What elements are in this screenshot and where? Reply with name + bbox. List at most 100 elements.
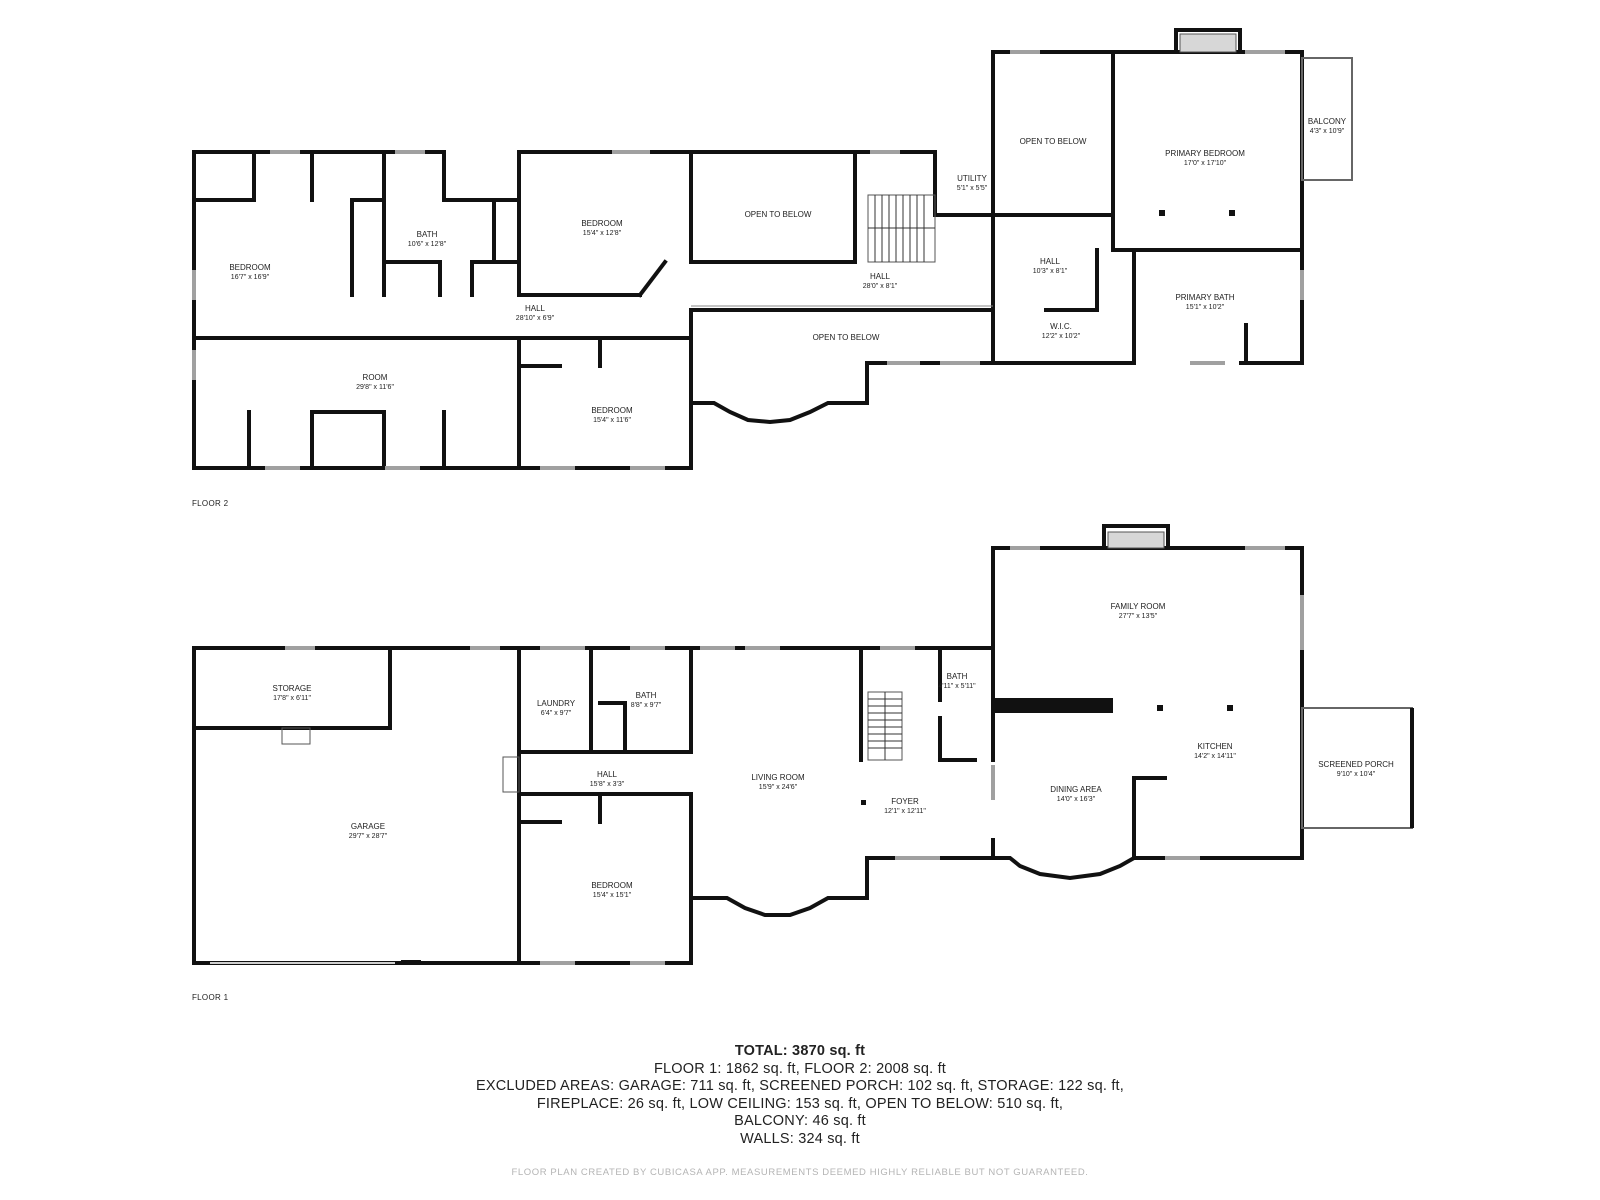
svg-text:DINING AREA: DINING AREA [1050,785,1102,794]
total-area: TOTAL: 3870 sq. ft [734,1043,866,1059]
floor-2-plan: BEDROOM 16'7" x 16'9" BATH 10'6" x 12'8" B… [192,28,1353,508]
svg-text:BEDROOM: BEDROOM [229,263,271,272]
svg-text:15'9" x 24'6": 15'9" x 24'6" [759,784,798,791]
svg-text:BATH: BATH [417,230,438,239]
svg-text:GARAGE: GARAGE [351,822,385,831]
svg-text:10'6" x 12'8": 10'6" x 12'8" [408,241,447,248]
area-summary: TOTAL: 3870 sq. ft FLOOR 1: 1862 sq. ft,… [0,1043,1600,1148]
floor-1-walls [192,524,1304,965]
room-label: HALL 15'8" x 3'3" [590,770,625,788]
floor-2-posts [1159,210,1235,216]
balcony-area: BALCONY: 46 sq. ft [734,1113,866,1129]
svg-text:15'1" x 10'2": 15'1" x 10'2" [1186,304,1225,311]
floor-2-room-labels: BEDROOM 16'7" x 16'9" BATH 10'6" x 12'8" B… [229,117,1346,424]
svg-text:SCREENED PORCH: SCREENED PORCH [1318,760,1394,769]
svg-text:HALL: HALL [597,770,618,779]
svg-text:BALCONY: BALCONY [1308,117,1347,126]
room-label: OPEN TO BELOW [813,333,880,342]
room-label: BEDROOM 16'7" x 16'9" [229,263,271,281]
svg-text:KITCHEN: KITCHEN [1197,742,1232,751]
svg-text:28'0" x 8'1": 28'0" x 8'1" [863,283,898,290]
walls-area: WALLS: 324 sq. ft [740,1130,860,1147]
room-label: OPEN TO BELOW [745,210,812,219]
room-label: KITCHEN 14'2" x 14'11" [1194,742,1236,760]
room-label: W.I.C. 12'2" x 10'2" [1042,322,1081,340]
room-label: DINING AREA 14'0" x 16'3" [1050,785,1102,803]
room-label: FAMILY ROOM 27'7" x 13'5" [1111,602,1166,620]
svg-text:15'4" x 15'1": 15'4" x 15'1" [593,892,632,899]
room-label: UTILITY 5'1" x 5'5" [957,174,988,192]
disclaimer-note: FLOOR PLAN CREATED BY CUBICASA APP. MEAS… [511,1167,1089,1178]
room-label: STORAGE 17'8" x 6'11" [273,684,312,702]
room-label: LIVING ROOM 15'9" x 24'6" [751,773,805,791]
svg-text:HALL: HALL [1040,257,1061,266]
svg-text:STORAGE: STORAGE [273,684,312,693]
room-label: BEDROOM 15'4" x 11'6" [591,406,633,424]
svg-text:15'4" x 11'6": 15'4" x 11'6" [593,417,631,424]
svg-text:OPEN TO BELOW: OPEN TO BELOW [813,333,880,342]
svg-text:6'4" x 9'7": 6'4" x 9'7" [541,710,572,717]
svg-text:ROOM: ROOM [363,373,388,382]
svg-text:15'4" x 12'8": 15'4" x 12'8" [583,230,622,237]
svg-text:29'7" x 28'7": 29'7" x 28'7" [349,833,388,840]
svg-text:BATH: BATH [947,672,968,681]
floor-1-fixtures [281,531,1414,829]
svg-text:HALL: HALL [870,272,891,281]
floor-2-windows [192,50,1304,470]
svg-text:UTILITY: UTILITY [957,174,987,183]
svg-text:LIVING ROOM: LIVING ROOM [751,773,805,782]
svg-text:14'0" x 16'3": 14'0" x 16'3" [1057,796,1096,803]
svg-text:OPEN TO BELOW: OPEN TO BELOW [745,210,812,219]
room-label: OPEN TO BELOW [1020,137,1087,146]
floor-2-walls [192,28,1304,470]
svg-text:FAMILY ROOM: FAMILY ROOM [1111,602,1166,611]
excluded-areas-line: EXCLUDED AREAS: GARAGE: 711 sq. ft, SCRE… [475,1078,1125,1094]
svg-text:BEDROOM: BEDROOM [591,881,633,890]
svg-text:16'7" x 16'9": 16'7" x 16'9" [231,274,270,281]
room-label: BATH 8'8" x 9'7" [631,691,662,709]
svg-text:8'8" x 9'7": 8'8" x 9'7" [631,702,662,709]
svg-text:12'1" x 12'11": 12'1" x 12'11" [884,808,926,815]
room-label: FOYER 12'1" x 12'11" [884,797,926,815]
svg-text:PRIMARY BATH: PRIMARY BATH [1175,293,1234,302]
svg-text:4'11" x 5'11": 4'11" x 5'11" [938,683,976,690]
svg-text:28'10" x 6'9": 28'10" x 6'9" [516,315,555,322]
svg-text:BATH: BATH [636,691,657,700]
floor-1-title: FLOOR 1 [192,993,229,1002]
room-label: GARAGE 29'7" x 28'7" [349,822,388,840]
svg-text:27'7" x 13'5": 27'7" x 13'5" [1119,613,1158,620]
svg-text:OPEN TO BELOW: OPEN TO BELOW [1020,137,1087,146]
room-label: BEDROOM 15'4" x 12'8" [581,219,623,237]
room-label: BATH 10'6" x 12'8" [408,230,447,248]
floor-2-title: FLOOR 2 [192,499,229,508]
svg-text:BEDROOM: BEDROOM [581,219,623,228]
svg-text:5'1" x 5'5": 5'1" x 5'5" [957,185,988,192]
room-label: BATH 4'11" x 5'11" [938,672,976,690]
svg-text:15'8" x 3'3": 15'8" x 3'3" [590,781,625,788]
svg-text:FOYER: FOYER [891,797,919,806]
floor-1-windows [210,546,1304,965]
floor-1-posts [401,698,1233,964]
floor-areas: FLOOR 1: 1862 sq. ft, FLOOR 2: 2008 sq. … [653,1060,947,1077]
floor-2-fixtures [691,33,1353,307]
svg-text:12'2" x 10'2": 12'2" x 10'2" [1042,333,1081,340]
svg-text:HALL: HALL [525,304,546,313]
svg-text:W.I.C.: W.I.C. [1050,322,1072,331]
svg-text:14'2" x 14'11": 14'2" x 14'11" [1194,753,1236,760]
excluded-areas-line: FIREPLACE: 26 sq. ft, LOW CEILING: 153 s… [536,1095,1064,1112]
svg-text:BEDROOM: BEDROOM [591,406,633,415]
svg-text:17'8" x 6'11": 17'8" x 6'11" [273,695,311,702]
svg-text:LAUNDRY: LAUNDRY [537,699,576,708]
room-label: PRIMARY BATH 15'1" x 10'2" [1175,293,1234,311]
room-label: HALL 28'0" x 8'1" [863,272,898,290]
room-label: LAUNDRY 6'4" x 9'7" [537,699,576,717]
room-label: BEDROOM 15'4" x 15'1" [591,881,633,899]
